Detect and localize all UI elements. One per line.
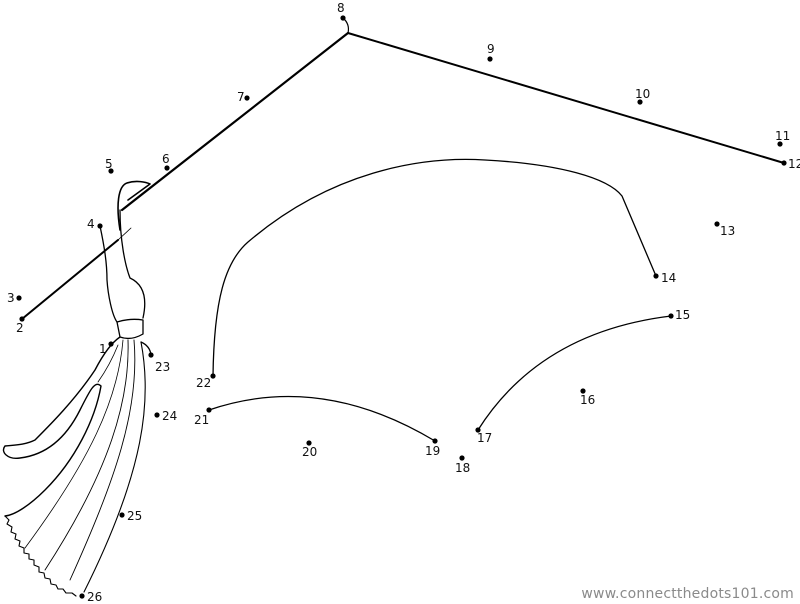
dot-label-19: 19 <box>425 444 440 458</box>
dot-label-17: 17 <box>477 431 492 445</box>
dot-label-11: 11 <box>775 129 790 143</box>
tassel-cord-left <box>99 225 118 323</box>
dot-15[interactable] <box>668 313 674 319</box>
dot-label-12: 12 <box>788 157 800 171</box>
dot-label-4: 4 <box>87 217 95 231</box>
dot-label-3: 3 <box>7 291 15 305</box>
dot-label-7: 7 <box>237 90 245 104</box>
cap-lower-left-curve <box>208 395 436 442</box>
dot-17[interactable] <box>475 427 481 433</box>
dot-label-10: 10 <box>635 87 650 101</box>
dot-13[interactable] <box>714 221 720 227</box>
dot-20[interactable] <box>306 440 312 446</box>
tassel-strand-4 <box>69 339 136 581</box>
tassel-fringe <box>4 515 77 597</box>
watermark-text: www.connectthedots101.com <box>581 586 794 602</box>
cap-left-edge-upper <box>120 31 350 212</box>
dot-22[interactable] <box>210 373 216 379</box>
tassel-strand-2 <box>24 339 124 549</box>
dot-3[interactable] <box>16 295 22 301</box>
dot-18[interactable] <box>459 455 465 461</box>
dot-14[interactable] <box>653 273 659 279</box>
cap-left-edge <box>21 239 119 320</box>
dot-label-24: 24 <box>162 409 177 423</box>
cap-lower-right-curve <box>477 315 672 431</box>
dot-label-15: 15 <box>675 308 690 322</box>
dot-label-8: 8 <box>337 1 345 15</box>
dot-11[interactable] <box>777 141 783 147</box>
dot-label-23: 23 <box>155 360 170 374</box>
dot-label-13: 13 <box>720 224 735 238</box>
tassel-cord-top <box>117 180 151 231</box>
dot-12[interactable] <box>781 160 787 166</box>
dot-label-9: 9 <box>487 42 495 56</box>
tassel-knot <box>116 318 144 340</box>
dot-label-1: 1 <box>99 342 107 356</box>
cap-crown-curve <box>212 158 657 377</box>
cap-left-edge-thin <box>117 227 132 241</box>
dot-8[interactable] <box>340 15 346 21</box>
dot-16[interactable] <box>580 388 586 394</box>
dot-4[interactable] <box>97 223 103 229</box>
dot-label-6: 6 <box>162 152 170 166</box>
tassel-strand-outer <box>2 336 121 517</box>
dot-label-25: 25 <box>127 509 142 523</box>
dot-24[interactable] <box>154 412 160 418</box>
dot-10[interactable] <box>637 99 643 105</box>
dot-label-2: 2 <box>16 321 24 335</box>
dot-label-20: 20 <box>302 445 317 459</box>
dot-label-21: 21 <box>194 413 209 427</box>
dot-9[interactable] <box>487 56 493 62</box>
dot-5[interactable] <box>108 168 114 174</box>
dot-label-18: 18 <box>455 461 470 475</box>
dot-26[interactable] <box>79 593 85 599</box>
dot-19[interactable] <box>432 438 438 444</box>
dot-label-5: 5 <box>105 157 113 171</box>
dot-1[interactable] <box>108 341 114 347</box>
dot-7[interactable] <box>244 95 250 101</box>
tassel-cord-right <box>119 209 146 319</box>
dot-label-14: 14 <box>661 271 676 285</box>
dot-label-26: 26 <box>87 590 102 604</box>
tassel-strand-1 <box>97 344 119 383</box>
dot-23[interactable] <box>148 352 154 358</box>
dot-25[interactable] <box>119 512 125 518</box>
cap-right-edge <box>347 32 785 164</box>
tassel-strand-5 <box>83 341 146 593</box>
dot-label-16: 16 <box>580 393 595 407</box>
dot-21[interactable] <box>206 407 212 413</box>
dot-6[interactable] <box>164 165 170 171</box>
tassel-strand-3 <box>44 339 129 571</box>
dot-label-22: 22 <box>196 376 211 390</box>
dot-2[interactable] <box>19 316 25 322</box>
